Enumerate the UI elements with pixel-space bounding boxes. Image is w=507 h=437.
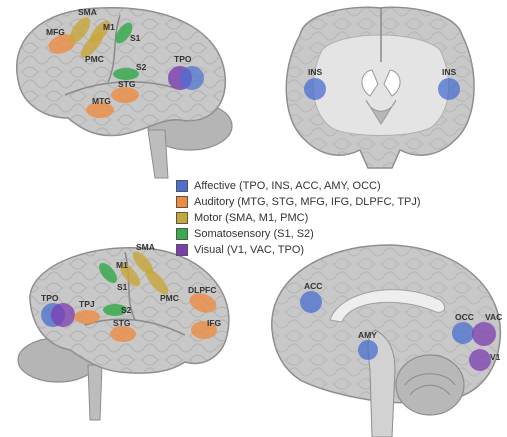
region-m1-r <box>119 263 141 287</box>
legend-label-visual: Visual (V1, VAC, TPO) <box>194 244 305 256</box>
label-s1-r: S1 <box>117 282 128 292</box>
right-lateral-labels: SMA M1 S1 PMC DLPFC TPO TPJ S2 IFG STG <box>41 242 222 328</box>
legend-item-somatosensory: Somatosensory (S1, S2) <box>176 226 506 242</box>
label-vac: VAC <box>485 312 502 322</box>
label-pmc: PMC <box>85 54 104 64</box>
label-occ: OCC <box>455 312 474 322</box>
legend-swatch-auditory <box>176 196 188 208</box>
label-mfg: MFG <box>46 27 65 37</box>
legend-swatch-affective <box>176 180 188 192</box>
legend-label-somatosensory: Somatosensory (S1, S2) <box>194 228 314 240</box>
coronal-brain <box>285 6 475 169</box>
left-lateral-regions <box>48 17 204 118</box>
label-amy: AMY <box>358 330 377 340</box>
sagittal-brain <box>271 244 502 437</box>
label-pmc-r: PMC <box>160 293 179 303</box>
label-dlpfc: DLPFC <box>188 285 216 295</box>
region-ins-right <box>438 78 460 100</box>
region-mfg <box>48 34 76 54</box>
region-amy <box>358 340 378 360</box>
region-s1-r <box>99 263 117 283</box>
legend-swatch-visual <box>176 244 188 256</box>
label-m1: M1 <box>103 22 115 32</box>
region-stg-r <box>110 326 136 342</box>
legend-item-visual: Visual (V1, VAC, TPO) <box>176 242 506 258</box>
label-ins-right: INS <box>442 67 457 77</box>
region-s2-r <box>103 304 127 316</box>
label-stg-r: STG <box>113 318 131 328</box>
label-sma: SMA <box>78 7 97 17</box>
region-tpj <box>74 310 100 324</box>
legend-label-affective: Affective (TPO, INS, ACC, AMY, OCC) <box>194 180 381 192</box>
right-lateral-regions <box>41 251 217 342</box>
label-stg: STG <box>118 79 136 89</box>
region-m1 <box>89 20 111 44</box>
sagittal-regions <box>300 291 496 371</box>
region-ins-left <box>304 78 326 100</box>
legend-swatch-motor <box>176 212 188 224</box>
legend: Affective (TPO, INS, ACC, AMY, OCC) Audi… <box>176 178 506 258</box>
region-acc <box>300 291 322 313</box>
coronal-labels: INS INS <box>308 67 457 77</box>
region-vac <box>472 322 496 346</box>
region-tpo-r-visual <box>51 303 75 327</box>
legend-item-auditory: Auditory (MTG, STG, MFG, IFG, DLPFC, TPJ… <box>176 194 506 210</box>
label-s1: S1 <box>130 33 141 43</box>
label-ifg: IFG <box>207 318 222 328</box>
left-lateral-labels: SMA MFG M1 S1 PMC S2 TPO STG MTG <box>46 7 192 106</box>
region-occ <box>452 322 474 344</box>
region-v1 <box>469 349 491 371</box>
label-acc: ACC <box>304 281 322 291</box>
label-m1-r: M1 <box>116 260 128 270</box>
label-tpo: TPO <box>174 54 192 64</box>
sagittal-labels: ACC AMY OCC VAC V1 <box>304 281 502 362</box>
legend-label-auditory: Auditory (MTG, STG, MFG, IFG, DLPFC, TPJ… <box>194 196 421 208</box>
region-sma <box>69 17 91 43</box>
region-s1 <box>115 22 133 44</box>
legend-label-motor: Motor (SMA, M1, PMC) <box>194 212 309 224</box>
label-s2: S2 <box>136 62 147 72</box>
region-mtg <box>86 102 114 118</box>
label-sma-r: SMA <box>136 242 155 252</box>
legend-item-affective: Affective (TPO, INS, ACC, AMY, OCC) <box>176 178 506 194</box>
label-tpj: TPJ <box>79 299 95 309</box>
label-tpo-r: TPO <box>41 293 59 303</box>
region-stg <box>111 87 139 103</box>
legend-item-motor: Motor (SMA, M1, PMC) <box>176 210 506 226</box>
label-s2-r: S2 <box>121 305 132 315</box>
region-pmc-r <box>145 269 169 295</box>
label-v1: V1 <box>490 352 501 362</box>
region-dlpfc <box>189 293 217 313</box>
right-lateral-brain <box>17 247 230 421</box>
region-ifg <box>191 321 217 339</box>
region-s2 <box>113 68 139 80</box>
label-mtg: MTG <box>92 96 111 106</box>
region-sma-r <box>132 251 154 275</box>
region-tpo-affective <box>180 66 204 90</box>
legend-swatch-somatosensory <box>176 228 188 240</box>
label-ins-left: INS <box>308 67 323 77</box>
coronal-regions <box>304 78 460 100</box>
